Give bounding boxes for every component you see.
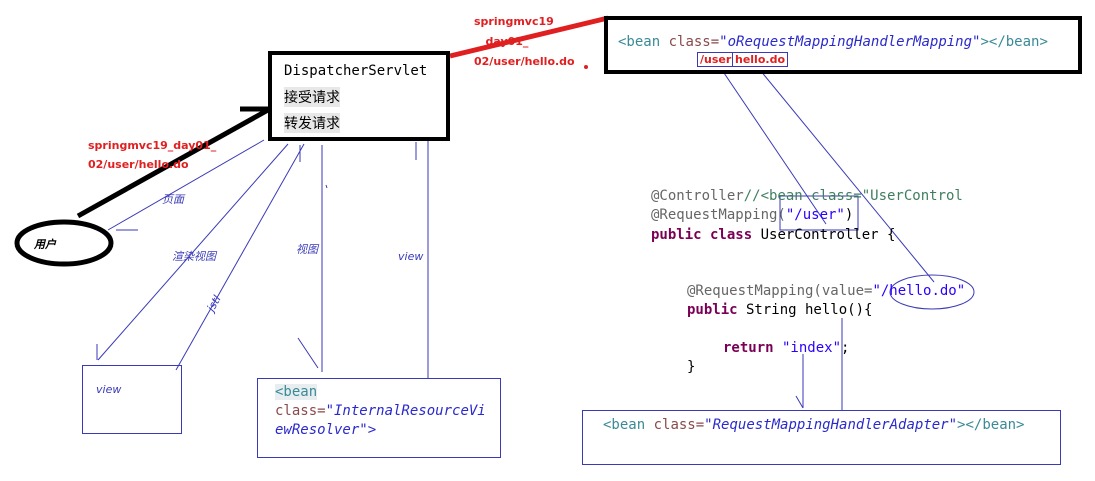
resolver-open: <bean [275,384,318,400]
adapter-open: <bean [603,417,646,433]
resolver-value-cont: ewResolver"> [275,422,377,438]
code-method-mapping: @RequestMapping(value= [687,283,873,299]
url-top-line3: 02/user/hello.do [474,55,575,68]
handler-mapping-box: <bean class="oRequestMappingHandlerMappi… [604,16,1082,74]
code-line-4: @RequestMapping(value="/hello.do" [687,283,965,299]
adapter-value: "RequestMappingHandlerAdapter" [704,417,958,433]
view-box-label: view [96,383,122,396]
user-label: 用户 [34,238,56,251]
resolver-class: class="InternalResourceVi [275,403,486,419]
adapter-attr: class= [653,417,705,433]
mapping-attr: class= [668,34,720,50]
code-return: return [723,340,774,356]
edge-label-render-view: 渲染视图 [172,250,216,263]
code-class-name: UserController { [752,227,896,243]
url-left-line2: 02/user/hello.do [88,158,189,171]
edge-label-page: 页面 [162,193,184,206]
edge-label-view-cn: 视图 [296,243,318,256]
resolver-value: "InternalResourceVi [325,403,486,419]
resolver-attr: class= [275,403,326,419]
adapter-close: ></bean> [957,417,1025,433]
url-left-line1: springmvc19_day01_ [88,139,217,152]
edge-label-view-right: view [398,250,424,263]
handler-mapping-bean: <bean class="oRequestMappingHandlerMappi… [618,34,1048,50]
mapping-close: ></bean> [980,34,1048,50]
view-box: view [82,365,182,434]
url-top-line1: springmvc19 [474,15,554,28]
handler-adapter-bean: <bean class="RequestMappingHandlerAdapte… [603,417,1024,433]
dispatcher-servlet-box: DispatcherServlet 接受请求 转发请求 [268,51,450,141]
view-resolver-box: <bean class="InternalResourceVi ewResolv… [257,378,501,458]
code-line-1: @Controller//<bean class="UserControl [651,188,963,204]
code-request-mapping: @RequestMapping( [651,207,786,223]
code-hello-path: "/hello.do" [872,283,966,299]
mapping-value: "oRequestMappingHandlerMapping" [719,34,981,50]
code-line-7: } [687,359,696,375]
mapping-open: <bean [618,34,661,50]
code-comment: //<bean class="UserControl [743,188,963,204]
url-part-hello: hello.do [732,52,788,67]
dispatcher-title: DispatcherServlet [284,63,428,79]
code-line-3: public class UserController { [651,227,895,243]
code-return-value: "index" [773,340,842,356]
code-user-path: "/user" [785,207,845,223]
code-paren: ) [844,207,854,223]
code-controller-annotation: @Controller [651,188,744,204]
code-public: public [687,302,738,318]
code-method-sig: String hello(){ [737,302,873,318]
dispatcher-accept: 接受请求 [284,87,340,107]
url-part-user: /user [697,52,735,67]
code-line-6: return "index"; [723,340,849,356]
dispatcher-forward: 转发请求 [284,113,340,133]
code-line-5: public String hello(){ [687,302,872,318]
handler-adapter-box: <bean class="RequestMappingHandlerAdapte… [582,410,1061,465]
code-semicolon: ; [841,340,850,356]
code-public-class: public class [651,227,753,243]
url-top-line2: _day01_ [480,35,529,48]
code-line-2: @RequestMapping("/user") [651,207,853,223]
